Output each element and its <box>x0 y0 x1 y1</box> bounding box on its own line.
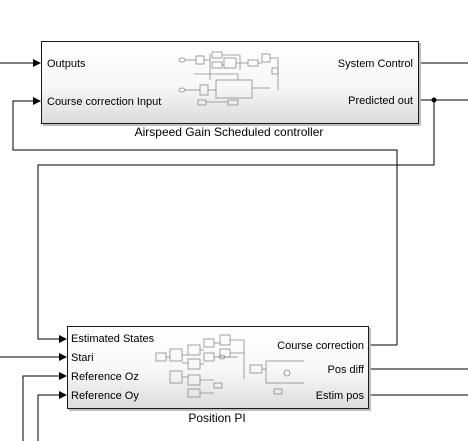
signal-predicted-to-estimated[interactable] <box>37 100 435 343</box>
port-outputs: Outputs <box>47 58 86 70</box>
port-course-correction-input: Course correction Input <box>47 96 162 108</box>
port-estimated-states: Estimated States <box>71 333 155 345</box>
port-course-correction: Course correction <box>277 340 364 352</box>
port-pos-diff: Pos diff <box>327 364 365 376</box>
port-predicted-out: Predicted out <box>348 95 413 107</box>
signal-reference-oy-in[interactable] <box>37 391 67 441</box>
signal-course-correction-feedback[interactable] <box>12 97 398 345</box>
branch-point <box>431 97 437 103</box>
position-pi-title: Position PI <box>188 411 246 425</box>
port-estim-pos: Estim pos <box>315 390 364 402</box>
signal-reference-oz-in[interactable] <box>22 372 67 441</box>
subsystem-thumbnail <box>155 334 304 398</box>
port-reference-oy: Reference Oy <box>71 390 139 402</box>
port-system-control: System Control <box>337 58 413 70</box>
subsystem-thumbnail <box>178 51 279 106</box>
position-pi-block[interactable]: Estimated States Stari Reference Oz Refe… <box>67 326 369 409</box>
port-stari: Stari <box>71 352 94 364</box>
airspeed-controller-title: Airspeed Gain Scheduled controller <box>134 125 324 139</box>
port-reference-oz: Reference Oz <box>71 371 139 383</box>
airspeed-controller-block[interactable]: Outputs Course correction Input System C… <box>41 41 419 124</box>
